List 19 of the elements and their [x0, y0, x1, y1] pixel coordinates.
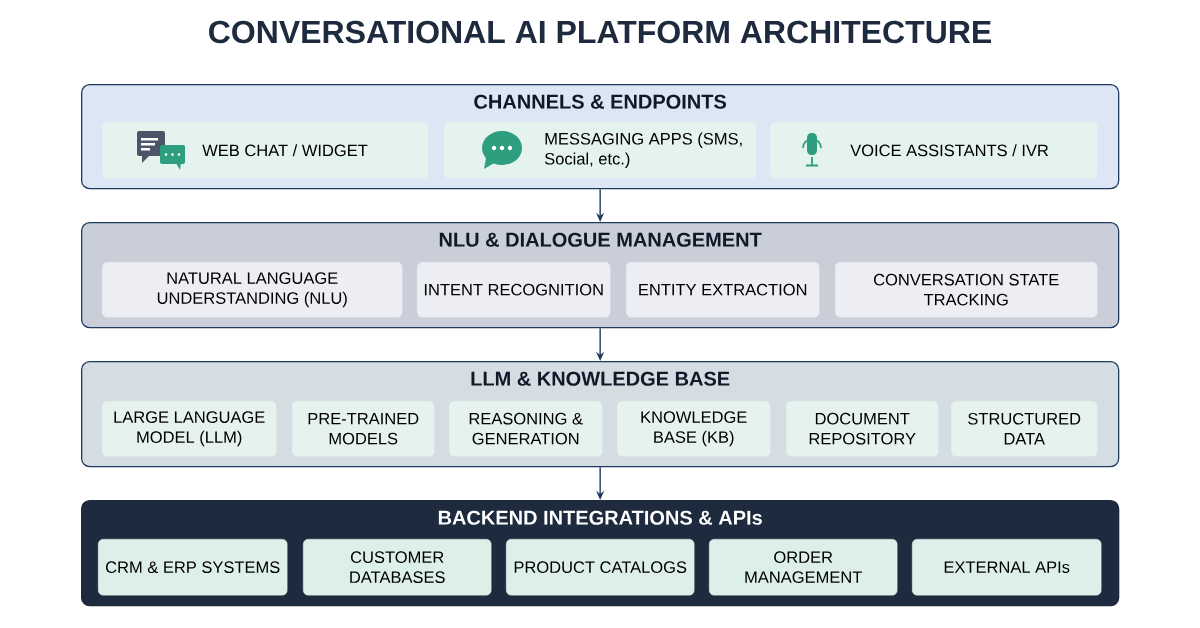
component-box: REASONING & GENERATION — [449, 401, 603, 457]
component-box: VOICE ASSISTANTS / IVR — [770, 122, 1098, 179]
component-box: CRM & ERP SYSTEMS — [98, 539, 288, 596]
component-box: WEB CHAT / WIDGET — [102, 122, 429, 179]
component-box: NATURAL LANGUAGE UNDERSTANDING (NLU) — [102, 262, 403, 318]
component-box: EXTERNAL APIs — [912, 539, 1102, 596]
component-box: LARGE LANGUAGE MODEL (LLM) — [102, 401, 277, 457]
component-box: KNOWLEDGE BASE (KB) — [617, 401, 771, 457]
title: CONVERSATIONAL AI PLATFORM ARCHITECTURE — [209, 20, 991, 44]
component-box: PRODUCT CATALOGS — [506, 539, 695, 596]
component-box: MESSAGING APPS (SMS, Social, etc.) — [444, 122, 757, 179]
component-box: ORDER MANAGEMENT — [709, 539, 898, 596]
component-box: CUSTOMER DATABASES — [303, 539, 492, 596]
component-box: DOCUMENT REPOSITORY — [786, 401, 939, 457]
component-box: INTENT RECOGNITION — [417, 262, 611, 318]
component-box: STRUCTURED DATA — [951, 401, 1098, 457]
component-box: PRE-TRAINED MODELS — [292, 401, 435, 457]
component-box: CONVERSATION STATE TRACKING — [835, 262, 1098, 318]
component-box: ENTITY EXTRACTION — [626, 262, 820, 318]
